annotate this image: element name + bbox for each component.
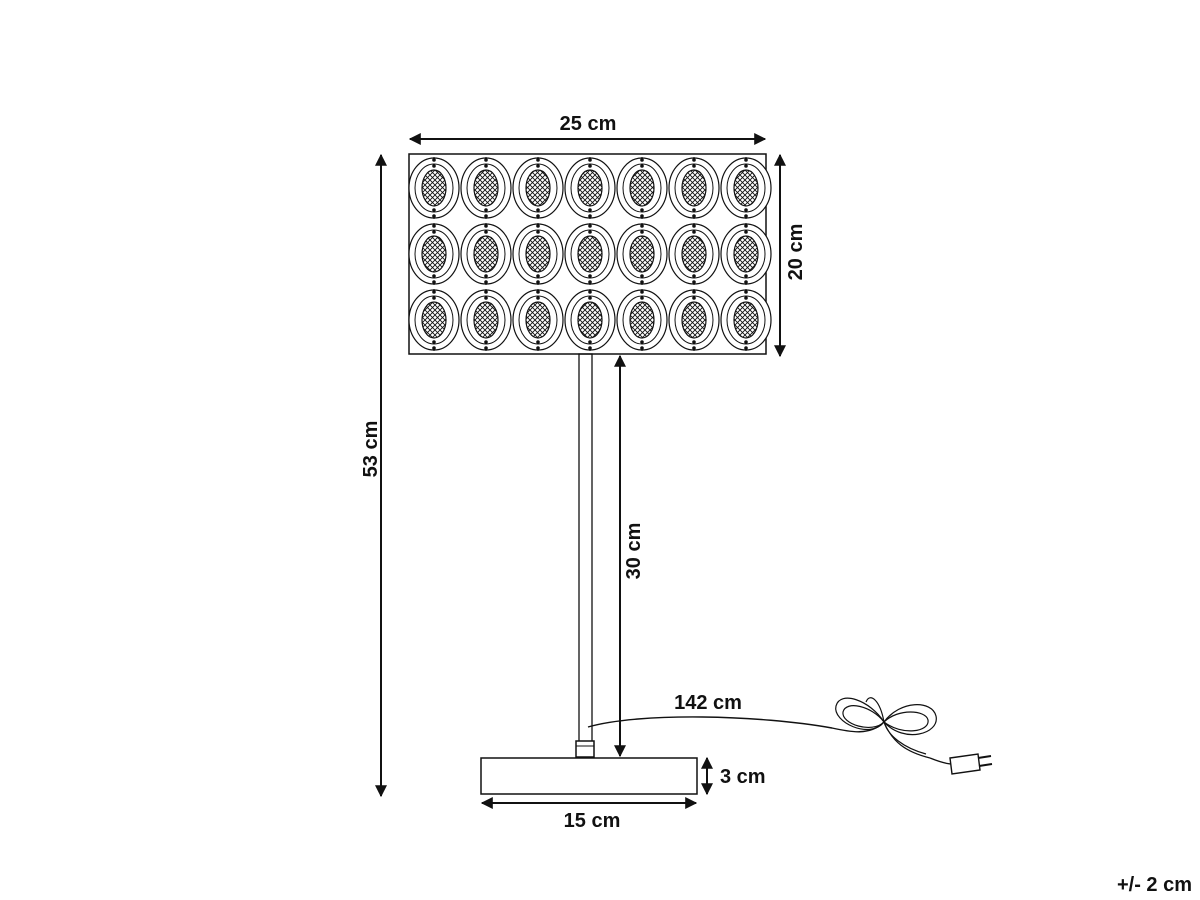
- shade-ornament: [668, 157, 720, 219]
- shade-ornament: [512, 157, 564, 219]
- base-width-label: 15 cm: [564, 810, 621, 832]
- shade-ornament: [668, 223, 720, 285]
- shade-ornament: [616, 289, 668, 351]
- shade-ornament: [564, 157, 616, 219]
- shade-ornament: [460, 157, 512, 219]
- shade-ornament: [564, 289, 616, 351]
- shade-ornament: [512, 223, 564, 285]
- lamp-stem: [575, 353, 595, 758]
- shade-width-label: 25 cm: [560, 113, 617, 135]
- shade-ornament: [616, 157, 668, 219]
- dimension-arrows: [375, 133, 786, 809]
- shade-ornament: [408, 223, 460, 285]
- cable-wire: [587, 716, 885, 733]
- shade-ornament: [460, 289, 512, 351]
- stem-rod: [578, 353, 593, 743]
- shade-ornament-grid: [408, 157, 772, 351]
- shade-ornament: [720, 223, 772, 285]
- base-block: [480, 757, 698, 795]
- shade-ornament: [408, 289, 460, 351]
- shade-height-label: 20 cm: [785, 224, 807, 281]
- cable-length-label: 142 cm: [674, 692, 742, 714]
- lamp-shade: [408, 153, 772, 355]
- shade-ornament: [668, 289, 720, 351]
- shade-ornament: [460, 223, 512, 285]
- shade-ornament: [720, 157, 772, 219]
- stem-collar: [575, 740, 595, 758]
- shade-ornament: [564, 223, 616, 285]
- cable-coil: [835, 697, 937, 759]
- shade-ornament: [512, 289, 564, 351]
- shade-ornament: [408, 157, 460, 219]
- shade-ornament: [616, 223, 668, 285]
- lamp-base: [480, 757, 698, 795]
- total-height-label: 53 cm: [360, 421, 382, 478]
- power-cable: [587, 697, 993, 775]
- stem-height-label: 30 cm: [623, 523, 645, 580]
- tolerance-label: +/- 2 cm: [1117, 874, 1192, 896]
- plug-icon: [929, 753, 993, 775]
- shade-ornament: [720, 289, 772, 351]
- base-height-label: 3 cm: [720, 766, 766, 788]
